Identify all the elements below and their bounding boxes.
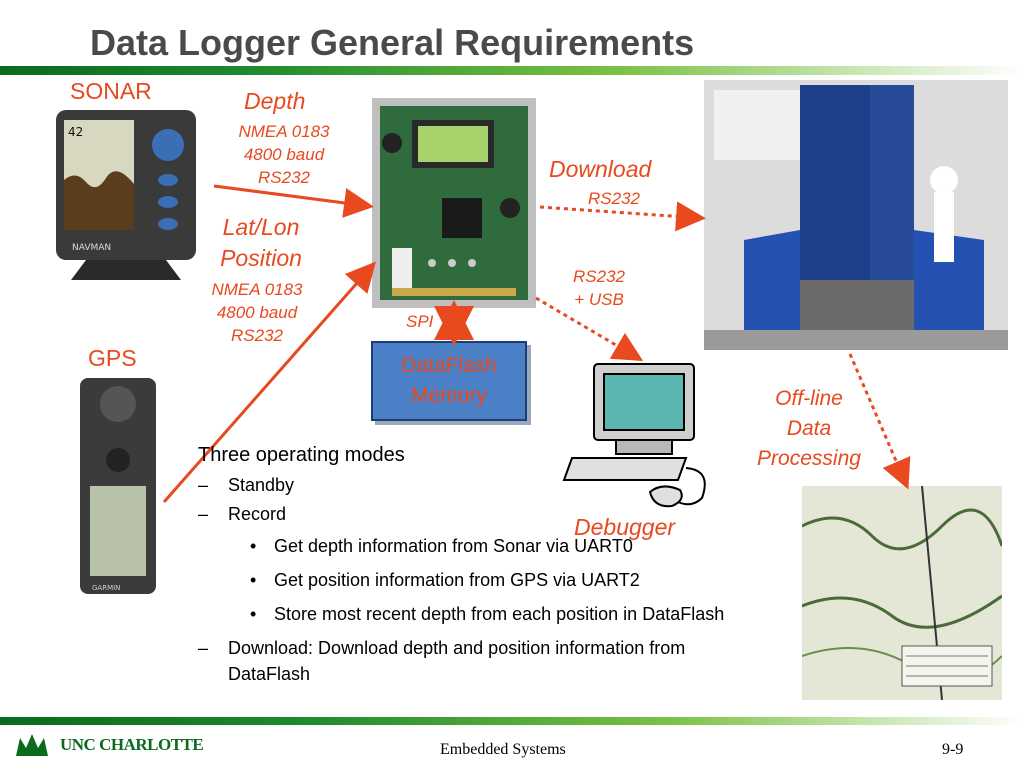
title-divider — [0, 66, 1024, 75]
supercomputer-image — [704, 80, 1008, 350]
svg-text:42: 42 — [68, 125, 83, 139]
footer-course-name: Embedded Systems — [440, 741, 566, 758]
footer-divider — [0, 717, 1024, 725]
offline-line: Data — [786, 417, 832, 440]
depth-spec-line: RS232 — [258, 168, 310, 187]
depth-spec-line: 4800 baud — [243, 145, 325, 164]
dataflash-memory-box: DataFlash Memory — [371, 341, 527, 421]
mode-item: – Standby — [198, 475, 778, 496]
download-title: Download — [549, 156, 652, 182]
rs232-usb-line: + USB — [574, 290, 624, 309]
nautical-chart-image — [802, 486, 1002, 700]
sonar-to-board-arrow — [213, 184, 374, 218]
modes-heading: Three operating modes — [198, 444, 405, 466]
microcontroller-board-image — [372, 98, 536, 308]
depth-specs: NMEA 0183 4800 baud RS232 — [224, 120, 344, 189]
offline-line: Off-line — [775, 387, 843, 410]
crown-logo-icon — [16, 734, 48, 756]
page-number: 9-9 — [942, 741, 964, 758]
record-subitem-text: Get depth information from Sonar via UAR… — [274, 536, 633, 556]
rs232-usb-line: RS232 — [573, 267, 625, 286]
rs232-usb-label: RS232 + USB — [566, 265, 632, 311]
bullet-dot: • — [250, 604, 257, 624]
sonar-device-image: 42 NAVMAN — [46, 110, 206, 280]
svg-text:NAVMAN: NAVMAN — [72, 243, 111, 253]
download-sub: RS232 — [588, 189, 640, 208]
latlon-spec-line: 4800 baud — [216, 303, 298, 322]
bullet-dot: • — [250, 536, 257, 556]
spi-label: SPI — [406, 312, 434, 331]
mode-standby: Standby — [228, 475, 295, 495]
latlon-spec-line: RS232 — [231, 326, 283, 345]
latlon-title-line: Position — [220, 245, 302, 271]
mode-download: Download: Download depth and position in… — [228, 638, 686, 684]
latlon-spec-line: NMEA 0183 — [211, 280, 303, 299]
latlon-title: Lat/Lon Position — [198, 212, 324, 274]
dash-marker: – — [198, 638, 209, 658]
depth-title: Depth — [244, 88, 306, 114]
bullet-dot: • — [250, 570, 257, 590]
latlon-specs: NMEA 0183 4800 baud RS232 — [198, 278, 316, 347]
mode-item: – Download: Download depth and position … — [198, 635, 768, 687]
dash-marker: – — [198, 475, 209, 495]
operating-modes-list: Three operating modes – Standby – Record… — [198, 444, 778, 695]
record-subitem: • Get depth information from Sonar via U… — [250, 533, 778, 559]
record-subitem-text: Store most recent depth from each positi… — [274, 604, 725, 624]
slide-title: Data Logger General Requirements — [90, 22, 695, 63]
record-subitem: • Get position information from GPS via … — [250, 567, 778, 593]
debugger-label: Debugger — [574, 514, 676, 540]
university-logo: UNC CHARLOTTE — [12, 730, 204, 760]
logo-text: UNC CHARLOTTE — [60, 735, 204, 754]
depth-spec-line: NMEA 0183 — [238, 122, 330, 141]
gps-device-image: GARMIN — [78, 378, 158, 594]
sonar-label: SONAR — [70, 78, 152, 104]
dataflash-line: DataFlash — [401, 354, 497, 377]
latlon-title-line: Lat/Lon — [222, 214, 300, 240]
mode-record: Record — [228, 504, 287, 524]
dash-marker: – — [198, 504, 209, 524]
offline-line: Processing — [757, 447, 861, 470]
svg-text:GARMIN: GARMIN — [92, 584, 120, 592]
record-subitem-text: Get position information from GPS via UA… — [274, 570, 640, 590]
dataflash-line: Memory — [411, 384, 487, 407]
record-subitem: • Store most recent depth from each posi… — [250, 601, 790, 627]
mode-item: – Record — [198, 504, 778, 525]
gps-label: GPS — [88, 345, 137, 371]
offline-processing-label: Off-line Data Processing — [738, 384, 880, 474]
debugger-computer-image — [562, 358, 720, 518]
